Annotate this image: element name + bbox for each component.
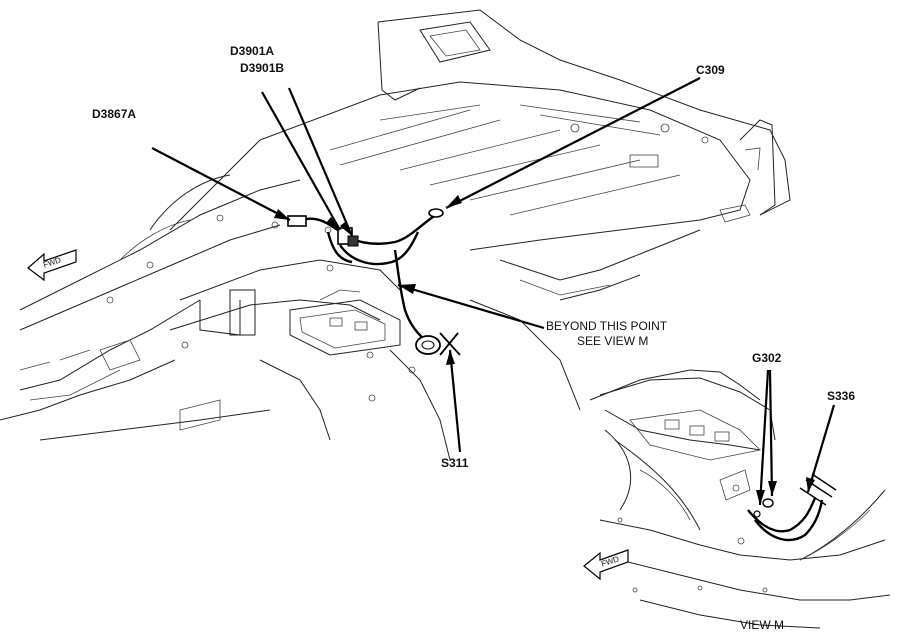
forward-arrow-icon xyxy=(27,249,77,282)
callout-see-view-m: SEE VIEW M xyxy=(577,334,649,348)
d3867a-connector xyxy=(287,215,307,227)
forward-arrow-icon xyxy=(583,549,629,581)
view-m-title: VIEW M xyxy=(740,618,784,632)
callout-leaders xyxy=(151,77,701,453)
s311-grommet xyxy=(415,332,461,356)
callout-g302: G302 xyxy=(752,351,782,365)
callout-d3901a: D3901A xyxy=(230,44,275,58)
callout-d3901b: D3901B xyxy=(240,61,285,75)
vehicle-floor-artwork xyxy=(0,9,791,461)
callout-s311: S311 xyxy=(441,456,469,470)
d3901b-connector xyxy=(347,235,359,247)
callout-d3867a: D3867A xyxy=(92,107,137,121)
view-m-artwork xyxy=(589,369,891,629)
view-m-leaders xyxy=(756,369,836,506)
callout-c309: C309 xyxy=(696,63,725,77)
view-m-harness xyxy=(747,473,837,542)
callout-s336: S336 xyxy=(827,389,856,403)
wire-harness xyxy=(299,208,444,343)
callout-beyond-this-point: BEYOND THIS POINT xyxy=(546,319,668,333)
